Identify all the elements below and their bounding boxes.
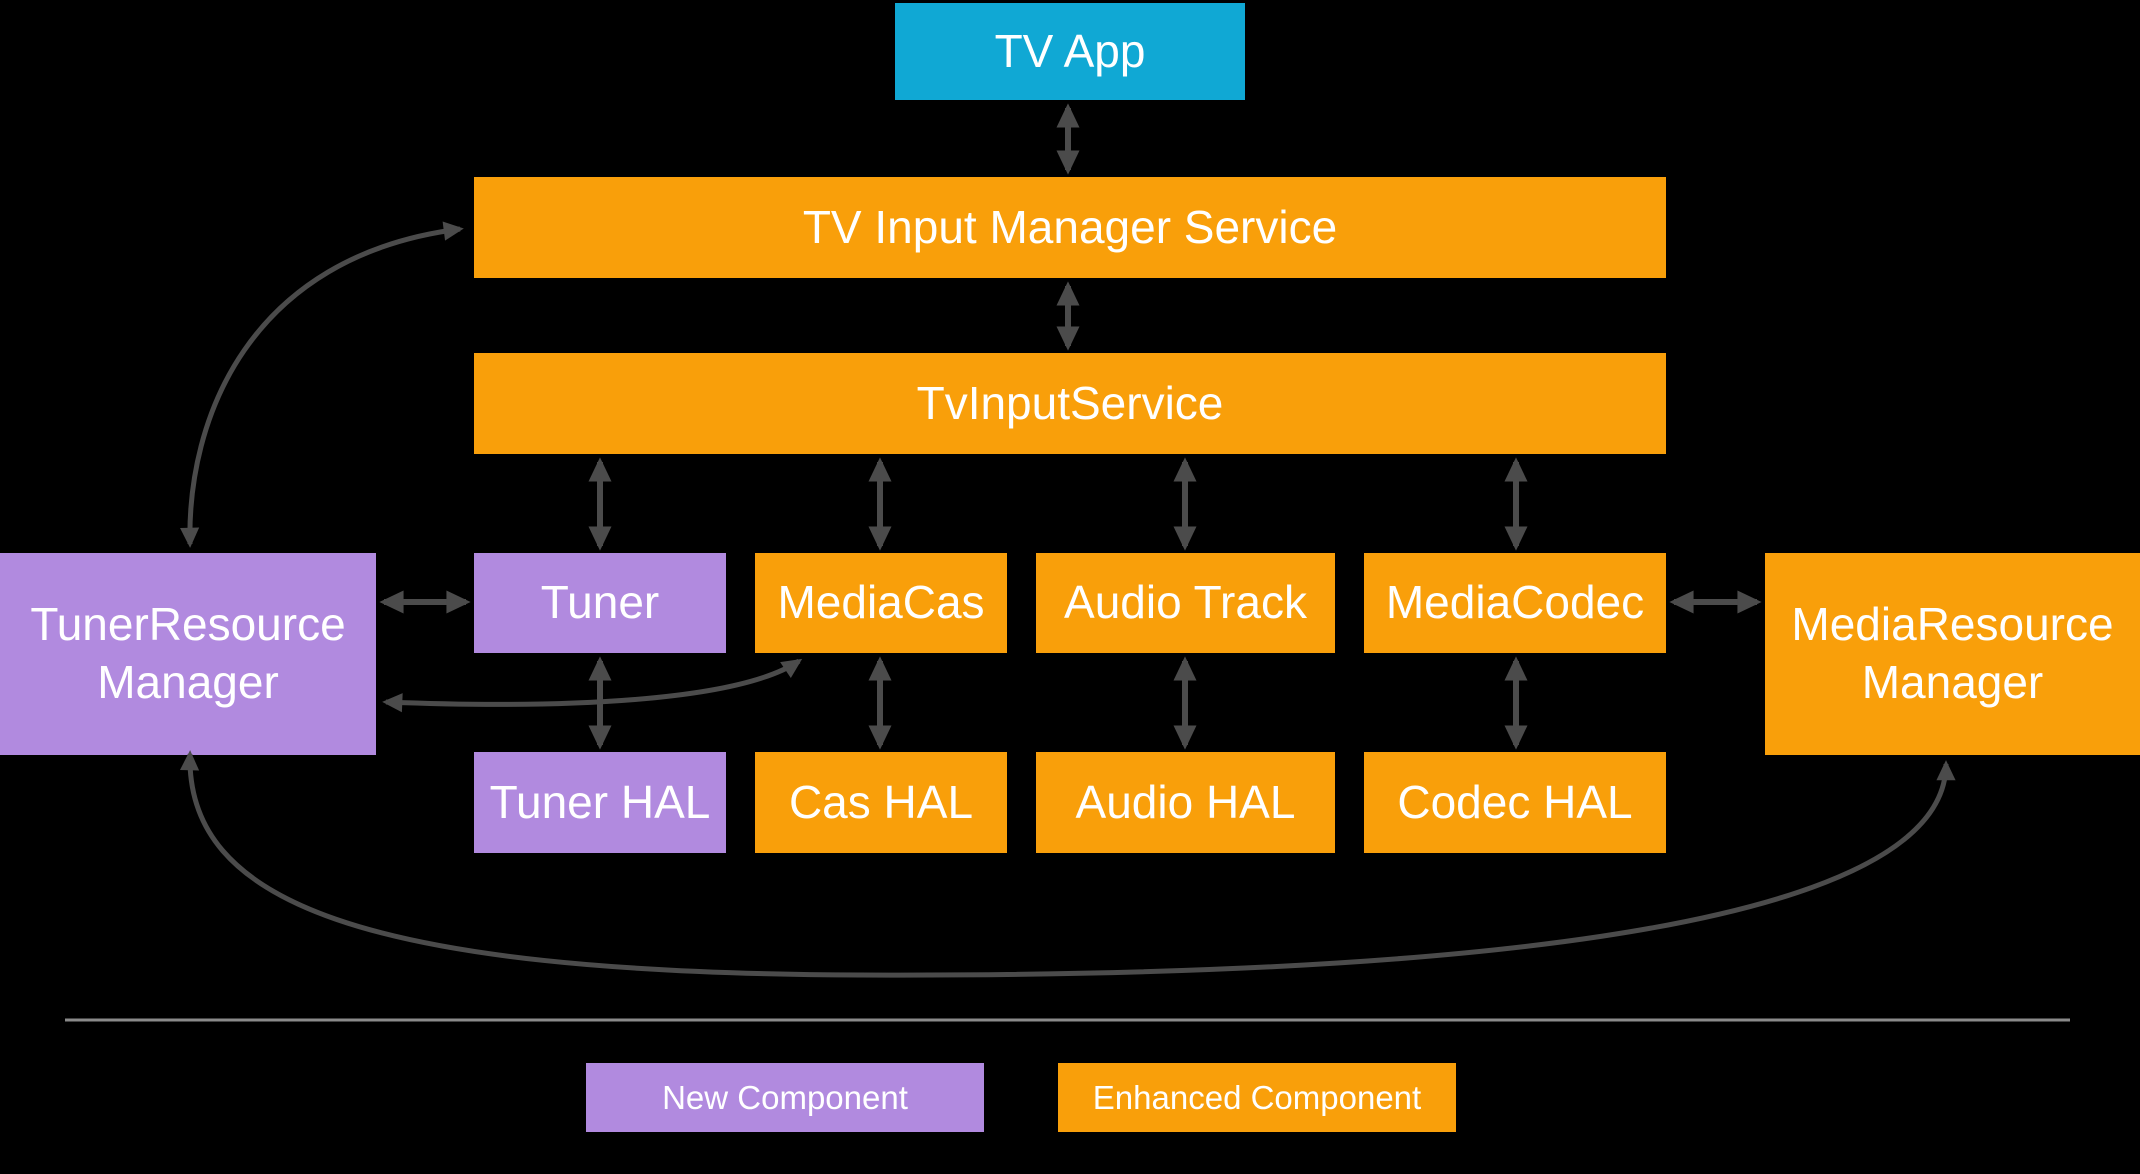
- node-cas-hal: Cas HAL: [755, 752, 1007, 853]
- node-audio-hal: Audio HAL: [1036, 752, 1335, 853]
- node-tv-input-manager-service: TV Input Manager Service: [474, 177, 1666, 278]
- node-audio-track: Audio Track: [1036, 553, 1335, 653]
- node-tv-input-service: TvInputService: [474, 353, 1666, 454]
- node-codec-hal: Codec HAL: [1364, 752, 1666, 853]
- node-media-codec: MediaCodec: [1364, 553, 1666, 653]
- node-tv-app: TV App: [895, 3, 1245, 100]
- curve-trm-mediacas: [382, 658, 803, 713]
- node-tuner-hal: Tuner HAL: [474, 752, 726, 853]
- node-media-cas: MediaCas: [755, 553, 1007, 653]
- node-media-resource-manager: MediaResource Manager: [1765, 553, 2140, 755]
- legend-new-component: New Component: [586, 1063, 984, 1132]
- legend-enhanced-component: Enhanced Component: [1058, 1063, 1456, 1132]
- curve-trm-tvims: [180, 221, 464, 548]
- node-tuner: Tuner: [474, 553, 726, 653]
- node-tuner-resource-manager: TunerResource Manager: [0, 553, 376, 755]
